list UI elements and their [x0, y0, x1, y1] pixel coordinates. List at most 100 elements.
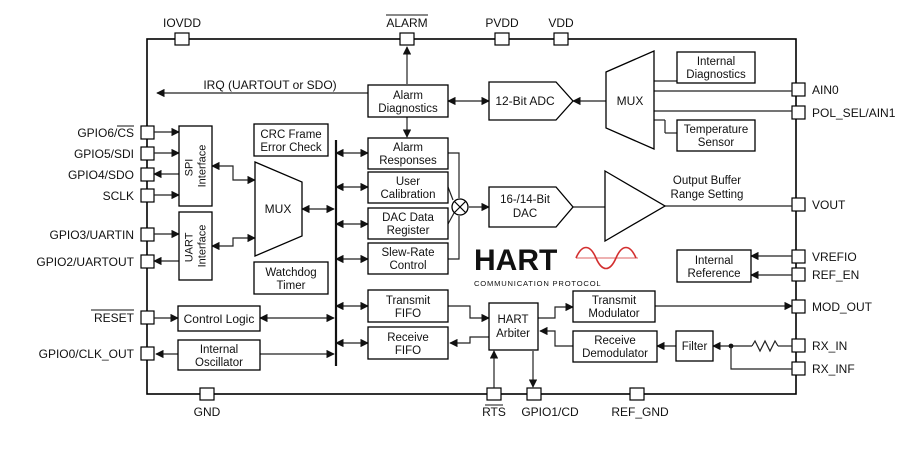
- logo-text: HART: [474, 244, 557, 277]
- block-label: Temperature: [684, 124, 749, 136]
- block-label: Interface: [197, 225, 209, 268]
- spi-interface: SPI Interface: [178, 125, 213, 207]
- adc-12bit: 12-Bit ADC: [488, 81, 574, 121]
- internal-oscillator: Internal Oscillator: [177, 339, 261, 371]
- pin-label: GPIO0/CLK_OUT: [39, 347, 135, 361]
- temperature-sensor: Temperature Sensor: [676, 119, 756, 152]
- wires: [153, 46, 793, 388]
- pin-vout[interactable]: VOUT: [791, 197, 846, 212]
- pin-label: RESET: [94, 311, 135, 325]
- mux-right: MUX: [605, 50, 655, 150]
- block-label: DAC Data: [382, 212, 434, 224]
- block-label: SPI: [184, 159, 196, 177]
- pin-label: SCLK: [103, 189, 134, 203]
- pin-reset[interactable]: RESET: [91, 309, 155, 325]
- pin-label: VOUT: [812, 198, 846, 212]
- pin-label: POL_SEL/AIN1: [812, 106, 896, 120]
- block-label: Watchdog: [265, 267, 316, 279]
- block-label: Calibration: [381, 189, 436, 201]
- user-calibration: User Calibration: [367, 171, 449, 204]
- block-label: FIFO: [395, 308, 421, 320]
- block-label: Slew-Rate: [381, 247, 434, 259]
- watchdog-timer: Watchdog Timer: [253, 261, 329, 295]
- pin-gnd[interactable]: GND: [194, 387, 221, 419]
- uart-interface: UART Interface: [178, 211, 213, 281]
- pin-label: RTS: [482, 405, 506, 419]
- alarm-responses: Alarm Responses: [367, 137, 449, 170]
- pin-ref-en[interactable]: REF_EN: [791, 267, 859, 282]
- block-label: Receive: [387, 332, 429, 344]
- block-label: Receive: [594, 335, 636, 347]
- chip-outline: [146, 38, 797, 395]
- pin-label: GPIO3/UARTIN: [50, 228, 134, 242]
- pin-label: RX_IN: [812, 339, 847, 353]
- block-label: Interface: [197, 145, 209, 188]
- pin-label: GPIO1/CD: [521, 405, 579, 419]
- block-label: Internal: [695, 255, 733, 267]
- pin-vdd[interactable]: VDD: [548, 16, 574, 46]
- block-label: Transmit: [386, 295, 431, 307]
- output-buffer: [604, 169, 667, 243]
- receive-fifo: Receive FIFO: [367, 326, 449, 360]
- pin-label: GND: [194, 405, 221, 419]
- pin-sclk[interactable]: SCLK: [103, 188, 155, 203]
- pin-pol-sel-ain1[interactable]: POL_SEL/AIN1: [791, 105, 896, 120]
- pin-pvdd[interactable]: PVDD: [485, 16, 519, 46]
- hart-arbiter: HART Arbiter: [488, 302, 539, 351]
- transmit-modulator: Transmit Modulator: [572, 290, 656, 323]
- pin-gpio4-sdo[interactable]: GPIO4/SDO: [68, 167, 155, 182]
- pin-label: IOVDD: [163, 16, 201, 30]
- block-label: DAC: [513, 208, 537, 220]
- summing-node: [451, 198, 469, 216]
- pin-gpio0-clk-out[interactable]: GPIO0/CLK_OUT: [39, 346, 155, 361]
- pin-vrefio[interactable]: VREFIO: [791, 249, 857, 264]
- block-label: Register: [387, 225, 430, 237]
- internal-reference: Internal Reference: [676, 249, 752, 283]
- receive-demodulator: Receive Demodulator: [572, 330, 658, 363]
- block-label: Modulator: [588, 308, 639, 320]
- block-label: Transmit: [592, 295, 637, 307]
- block-label: MUX: [265, 202, 292, 216]
- block-label: Oscillator: [195, 357, 243, 369]
- pin-label: ALARM: [386, 16, 427, 30]
- pin-iovdd[interactable]: IOVDD: [163, 16, 201, 46]
- block-label: Alarm: [393, 142, 423, 154]
- pin-label: MOD_OUT: [812, 300, 873, 314]
- pin-rx-in[interactable]: RX_IN: [791, 338, 847, 353]
- block-label: Responses: [379, 155, 437, 167]
- block-label: 12-Bit ADC: [495, 94, 555, 108]
- pin-gpio1-cd[interactable]: GPIO1/CD: [521, 387, 579, 419]
- pin-label: GPIO2/UARTOUT: [36, 255, 134, 269]
- block-label: Error Check: [260, 142, 322, 154]
- internal-diagnostics: Internal Diagnostics: [676, 51, 756, 84]
- block-label: MUX: [617, 94, 644, 108]
- pin-gpio6-cs[interactable]: GPIO6/CS: [77, 125, 155, 140]
- block-label: User: [396, 176, 420, 188]
- slew-rate-control: Slew-Rate Control: [367, 242, 449, 275]
- pin-gpio3-uartin[interactable]: GPIO3/UARTIN: [50, 227, 155, 242]
- svg-text:UART Interface: UART Interface: [184, 225, 209, 268]
- block-label: Control: [389, 260, 426, 272]
- block-label: Alarm: [393, 90, 423, 102]
- pin-label: REF_EN: [812, 268, 859, 282]
- block-label: CRC Frame: [260, 129, 321, 141]
- block-label: Diagnostics: [378, 103, 438, 115]
- pin-ain0[interactable]: AIN0: [791, 82, 839, 97]
- transmit-fifo: Transmit FIFO: [367, 289, 449, 323]
- block-label: Filter: [682, 341, 708, 353]
- block-label: Sensor: [698, 137, 735, 149]
- logo-wave: [575, 246, 637, 270]
- alarm-diagnostics: Alarm Diagnostics: [367, 84, 449, 118]
- control-logic: Control Logic: [177, 305, 261, 332]
- pin-label: VREFIO: [812, 250, 857, 264]
- block-label: Timer: [277, 280, 306, 292]
- pin-alarm[interactable]: ALARM: [386, 14, 428, 46]
- pin-gpio5-sdi[interactable]: GPIO5/SDI: [74, 146, 155, 161]
- pin-mod-out[interactable]: MOD_OUT: [791, 299, 873, 314]
- pin-rx-inf[interactable]: RX_INF: [791, 361, 855, 376]
- pin-gpio2-uartout[interactable]: GPIO2/UARTOUT: [36, 254, 155, 269]
- pin-ref-gnd[interactable]: REF_GND: [611, 387, 669, 419]
- pin-rts[interactable]: RTS: [482, 387, 506, 419]
- block-label: UART: [184, 232, 196, 262]
